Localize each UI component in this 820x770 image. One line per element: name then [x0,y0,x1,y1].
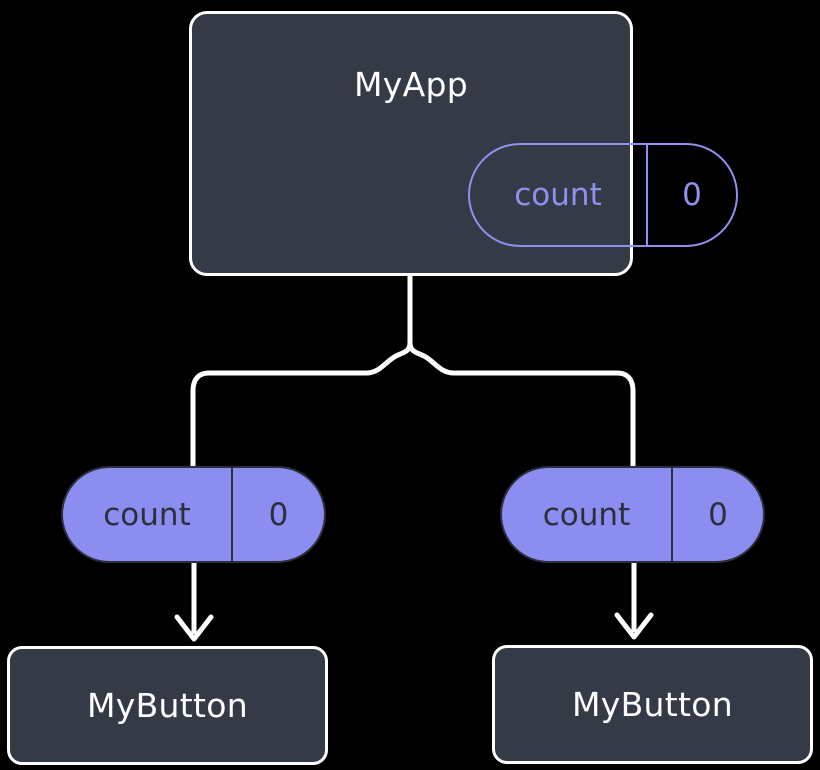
state-pill-key: count [470,145,648,245]
state-pill-key: count [63,468,233,561]
node-mybutton-label: MyButton [572,685,733,724]
branch-connector-right [407,339,636,469]
arrow-left [174,563,214,642]
state-pill-value: 0 [682,177,702,213]
node-mybutton-left[interactable]: MyButton [7,646,328,765]
node-myapp[interactable]: MyApp count 0 [189,11,738,276]
state-pill-value: 0 [268,496,289,533]
state-pill-myapp[interactable]: count 0 [468,143,738,247]
state-pill-child-right[interactable]: count 0 [500,466,765,563]
node-mybutton-label: MyButton [87,686,248,725]
node-myapp-label: MyApp [354,65,468,104]
state-pill-key: count [502,468,673,561]
arrow-right [614,563,654,640]
state-pill-child-left[interactable]: count 0 [61,466,326,563]
branch-connector [190,273,413,469]
state-pill-value: 0 [708,496,728,533]
node-mybutton-right[interactable]: MyButton [492,645,813,764]
